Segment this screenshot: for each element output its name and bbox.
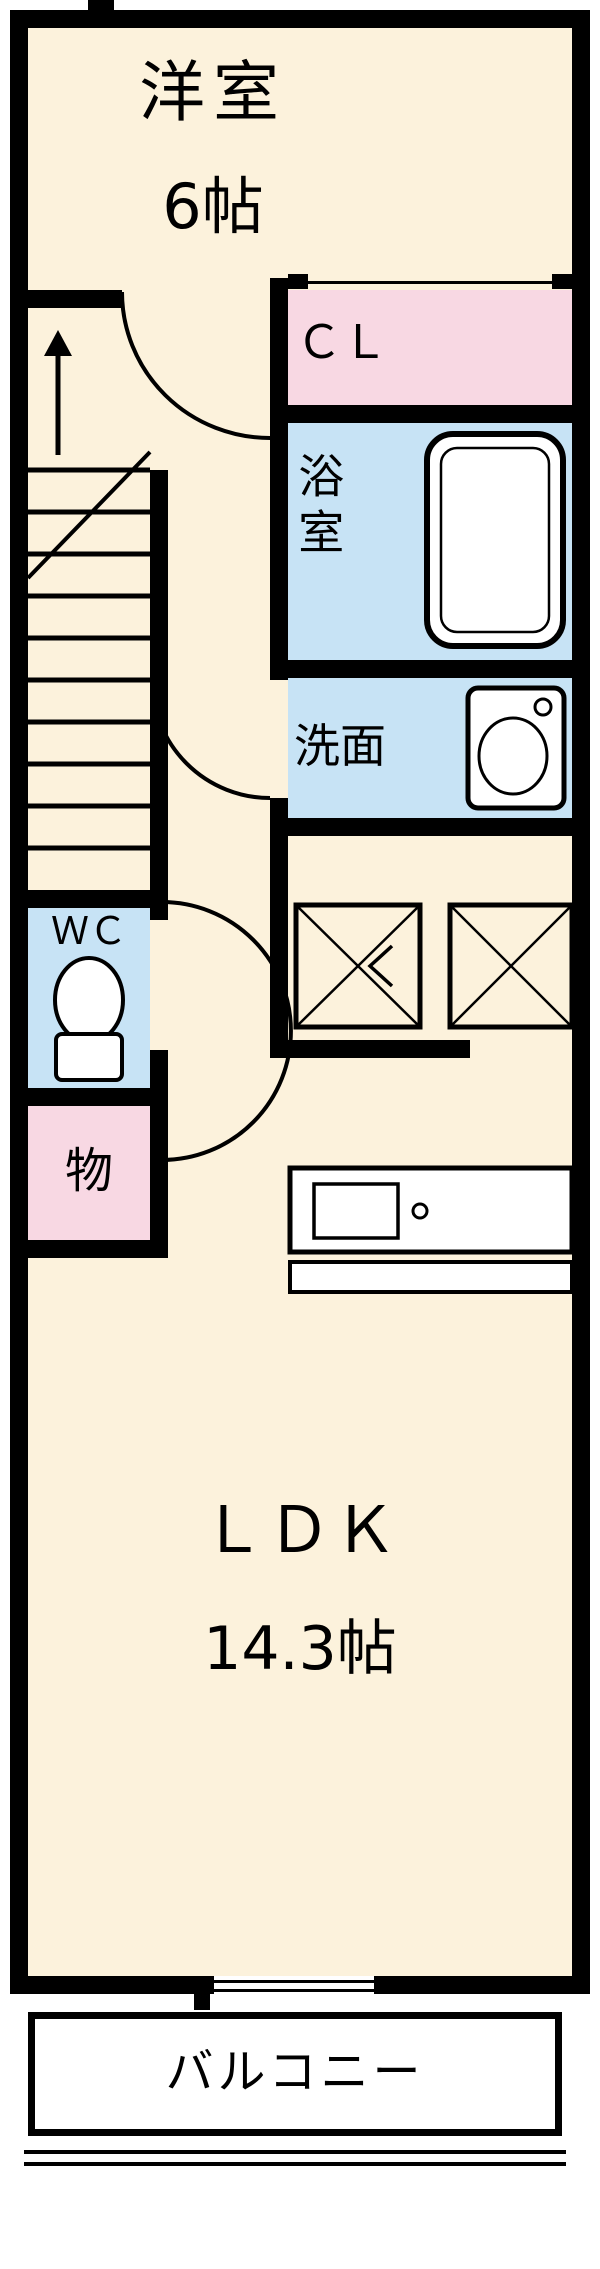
kitchen-sink-icon	[312, 1182, 400, 1240]
bathtub-icon	[424, 431, 566, 649]
hallway-door-arc	[161, 900, 293, 1162]
wall	[10, 1088, 168, 1106]
bedroom-size-label: 6帖	[162, 170, 264, 243]
storage-label: 物	[64, 1143, 113, 1199]
toilet-icon	[53, 956, 125, 1082]
kitchen-counter-bar	[288, 1260, 574, 1294]
ldk-name-label: ＬＤＫ	[201, 1494, 399, 1568]
washbasin-icon	[465, 685, 567, 811]
kitchen-faucet-icon	[411, 1202, 429, 1220]
washroom-door-arc	[150, 679, 271, 800]
wall	[270, 423, 288, 680]
bath-label: 浴室	[291, 452, 346, 564]
balcony-railing-line	[24, 2162, 566, 2166]
balcony-railing-line	[24, 2150, 566, 2154]
storage-room	[28, 1106, 150, 1240]
closet-door-symbol	[288, 281, 572, 284]
washroom-label: 洗面	[294, 719, 386, 773]
wall	[270, 818, 590, 836]
balcony-label: バルコニー	[165, 2044, 425, 2100]
washer-pan-icon	[293, 902, 423, 1030]
wall	[10, 890, 150, 908]
wall	[270, 1040, 470, 1058]
closet-label: ＣＬ	[296, 315, 388, 369]
wall-tick	[88, 0, 114, 12]
closet-room	[288, 290, 572, 405]
kitchen-counter-icon	[287, 1165, 575, 1294]
wall-tick	[194, 1994, 210, 2010]
wall	[10, 290, 122, 308]
balcony: バルコニー	[28, 2012, 562, 2136]
stairs-break-line	[26, 450, 152, 580]
ldk-size-label: 14.3帖	[203, 1614, 397, 1684]
stairs-up-arrow-icon	[44, 330, 72, 356]
stairs-icon	[26, 330, 152, 851]
balcony-window-line	[214, 1980, 374, 1983]
wc-label: ＷＣ	[50, 909, 127, 953]
closet-door-symbol	[288, 274, 308, 289]
bedroom-name-label: 洋室	[139, 54, 287, 131]
closet-door-symbol	[552, 274, 572, 289]
wall	[10, 1240, 168, 1258]
bedroom-door-arc	[120, 291, 271, 440]
wall	[270, 660, 590, 678]
balcony-window-line	[214, 1989, 374, 1992]
fridge-space-icon	[447, 902, 575, 1030]
wall	[270, 278, 288, 423]
wall	[270, 405, 590, 423]
wall	[150, 470, 168, 920]
